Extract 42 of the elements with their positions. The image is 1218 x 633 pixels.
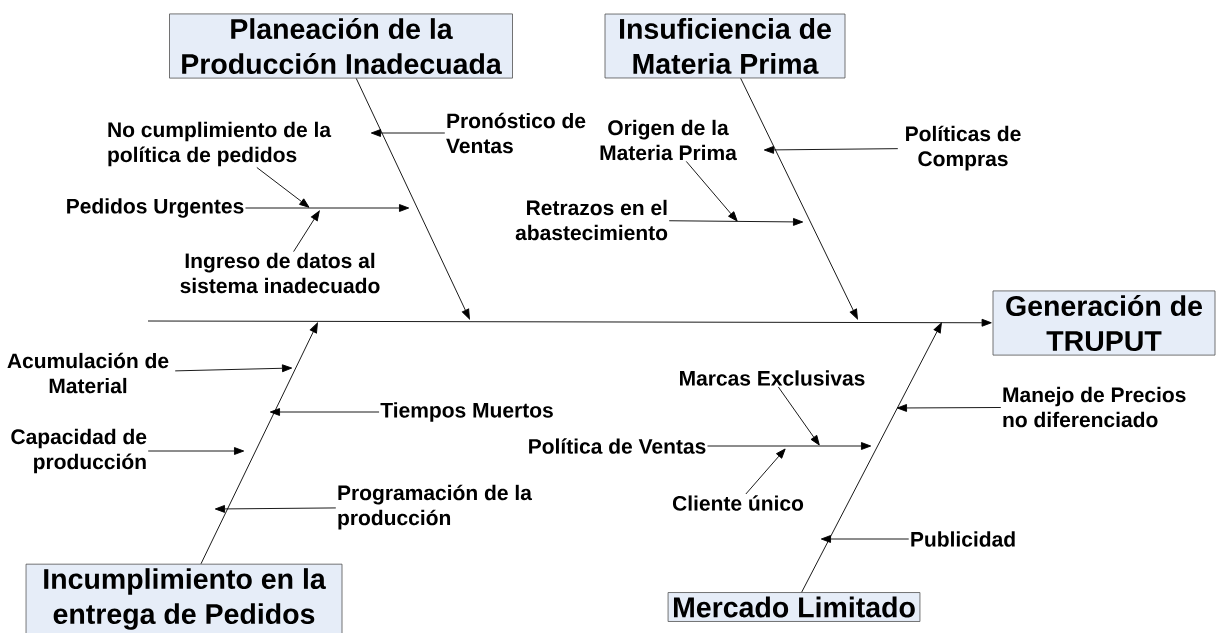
cause-label: Ingreso de datos al sistema inadecuado [180, 252, 380, 294]
category-box: Incumplimiento en la entrega de Pedidos [25, 563, 343, 633]
arrow [293, 210, 320, 253]
arrow [763, 145, 899, 154]
arrow [245, 204, 410, 212]
arrow [174, 364, 293, 373]
cause-label: Política de Ventas [529, 438, 706, 454]
arrow [896, 404, 1002, 412]
arrow [707, 442, 872, 450]
arrow [820, 535, 910, 543]
arrow [200, 322, 318, 565]
arrow [214, 505, 337, 513]
category-box: Planeación de la Producción Inadecuada [169, 13, 513, 79]
cause-label: Retrazos en el abastecimiento [515, 199, 668, 241]
effect-box: Generación de TRUPUT [992, 290, 1216, 356]
cause-label: Capacidad de producción [11, 428, 147, 474]
cause-label: Programación de la producción [338, 484, 532, 530]
category-box: Mercado Limitado [667, 592, 921, 622]
cause-label: No cumplimiento de la política de pedidos [108, 121, 332, 167]
arrow [777, 386, 820, 446]
arrow [147, 318, 992, 327]
cause-label: Pedidos Urgentes [67, 198, 244, 218]
arrow [745, 448, 786, 495]
cause-label: Publicidad [911, 531, 1015, 547]
arrow [685, 160, 738, 222]
arrow [740, 77, 858, 320]
cause-label: Pronóstico de Ventas [446, 112, 586, 154]
arrow [269, 408, 380, 416]
arrow [668, 218, 804, 226]
cause-label: Marcas Exclusivas [680, 370, 865, 386]
arrow [355, 78, 470, 320]
cause-label: Acumulación de Material [7, 352, 169, 394]
arrow [256, 167, 310, 208]
arrow [801, 322, 942, 593]
cause-label: Cliente único [672, 495, 804, 511]
cause-label: Manejo de Precios no diferenciado [1003, 386, 1186, 428]
category-box: Insuficiencia de Materia Prima [604, 13, 846, 79]
cause-label: Origen de la Materia Prima [600, 119, 737, 161]
arrow [147, 447, 245, 455]
cause-label: Tiempos Muertos [380, 402, 553, 422]
cause-label: Políticas de Compras [906, 125, 1021, 171]
arrow [370, 129, 446, 137]
